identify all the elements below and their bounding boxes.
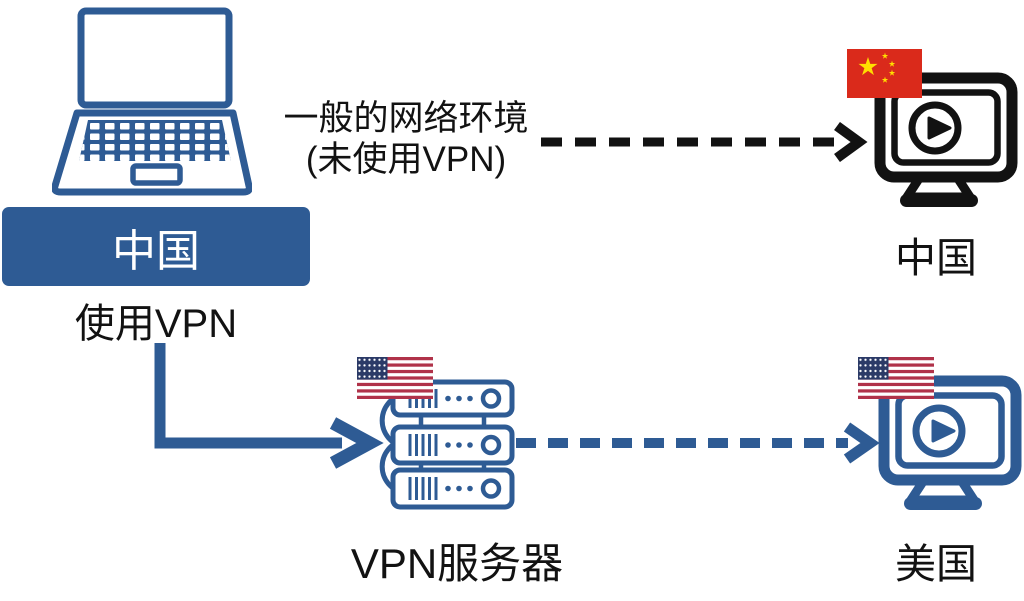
direct-destination-label: 中国	[895, 235, 977, 281]
us-flag-icon	[858, 357, 934, 399]
vpn-route-dashed-arrow	[516, 422, 880, 464]
source-caption: 使用VPN	[74, 302, 238, 346]
direct-route-dashed-arrow	[541, 122, 868, 162]
direct-route-description-line1: 一般的网络环境	[283, 99, 529, 138]
direct-route-description: 一般的网络环境 (未使用VPN)	[256, 98, 556, 180]
usa-video-monitor-icon	[878, 375, 1022, 510]
vpn-server-icon	[379, 379, 515, 510]
play-icon	[908, 101, 962, 155]
vpn-route-arrow	[154, 343, 384, 469]
vpn-server-label: VPN服务器	[350, 540, 564, 587]
china-flag-icon	[847, 49, 922, 98]
laptop-icon	[52, 7, 252, 196]
direct-route-description-line2: (未使用VPN)	[305, 140, 507, 179]
play-icon	[912, 404, 966, 458]
china-video-monitor-icon	[874, 72, 1018, 207]
us-flag-icon	[357, 357, 433, 399]
source-country-banner: 中国	[2, 207, 310, 286]
source-country-label: 中国	[112, 226, 200, 276]
vpn-destination-label: 美国	[895, 541, 977, 587]
